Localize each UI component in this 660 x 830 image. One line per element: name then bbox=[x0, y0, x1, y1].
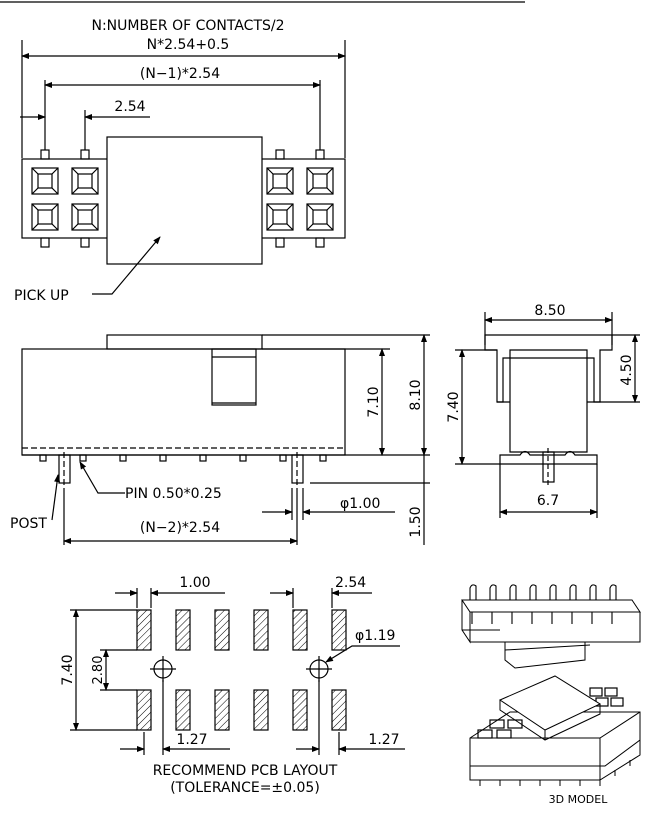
pin-tails bbox=[39, 454, 327, 462]
dim-end-cap: 4.50 bbox=[619, 354, 635, 385]
pcb-caption-line2: (TOLERANCE=±0.05) bbox=[170, 780, 320, 796]
dim-pitch: 2.54 bbox=[114, 99, 145, 115]
header-line2: N*2.54+0.5 bbox=[147, 37, 230, 53]
model-3d-bottom bbox=[469, 675, 641, 786]
label-pin: PIN 0.50*0.25 bbox=[125, 486, 222, 502]
dim-end-base: 6.7 bbox=[537, 493, 559, 509]
pcb-dim-pitch: 2.54 bbox=[335, 575, 366, 591]
dim-end-height: 7.40 bbox=[446, 391, 462, 422]
dim-post-dia: φ1.00 bbox=[340, 496, 380, 512]
pcb-dim-row-gap: 2.80 bbox=[91, 656, 106, 685]
top-view: N:NUMBER OF CONTACTS/2 N*2.54+0.5 (N−1)*… bbox=[14, 18, 346, 304]
pcb-pads bbox=[136, 609, 347, 731]
dim-end-width: 8.50 bbox=[534, 303, 565, 319]
pcb-dim-rows: 7.40 bbox=[60, 654, 76, 685]
header-line1: N:NUMBER OF CONTACTS/2 bbox=[91, 18, 284, 34]
dim-post-len: 1.50 bbox=[408, 506, 424, 537]
pcb-caption-line1: RECOMMEND PCB LAYOUT bbox=[153, 763, 338, 779]
end-view: 8.50 4.50 7.40 6.7 bbox=[446, 303, 640, 518]
dim-pitch-span: (N−1)*2.54 bbox=[140, 66, 220, 82]
contact-cavities bbox=[31, 167, 334, 231]
pcb-dim-pad-w: 1.00 bbox=[179, 575, 210, 591]
pcb-dim-hole-off-left: 1.27 bbox=[176, 732, 207, 748]
label-post: POST bbox=[10, 516, 47, 532]
dim-height-total: 8.10 bbox=[408, 379, 424, 410]
model-3d: 3D MODEL bbox=[461, 584, 641, 806]
dim-height-body: 7.10 bbox=[366, 386, 382, 417]
side-view: 7.10 8.10 PIN 0.50*0.25 POST φ1.00 (N−2)… bbox=[10, 334, 430, 545]
label-pick-up: PICK UP bbox=[14, 288, 69, 304]
pcb-dim-hole-dia: φ1.19 bbox=[355, 628, 395, 644]
dim-post-span: (N−2)*2.54 bbox=[140, 520, 220, 536]
pcb-dim-hole-off-right: 1.27 bbox=[368, 732, 399, 748]
model-3d-label: 3D MODEL bbox=[549, 793, 609, 806]
pcb-layout: 1.00 2.54 7.40 2.80 φ1.19 1.27 1.27 RECO bbox=[60, 575, 405, 796]
model-3d-top bbox=[461, 584, 641, 669]
